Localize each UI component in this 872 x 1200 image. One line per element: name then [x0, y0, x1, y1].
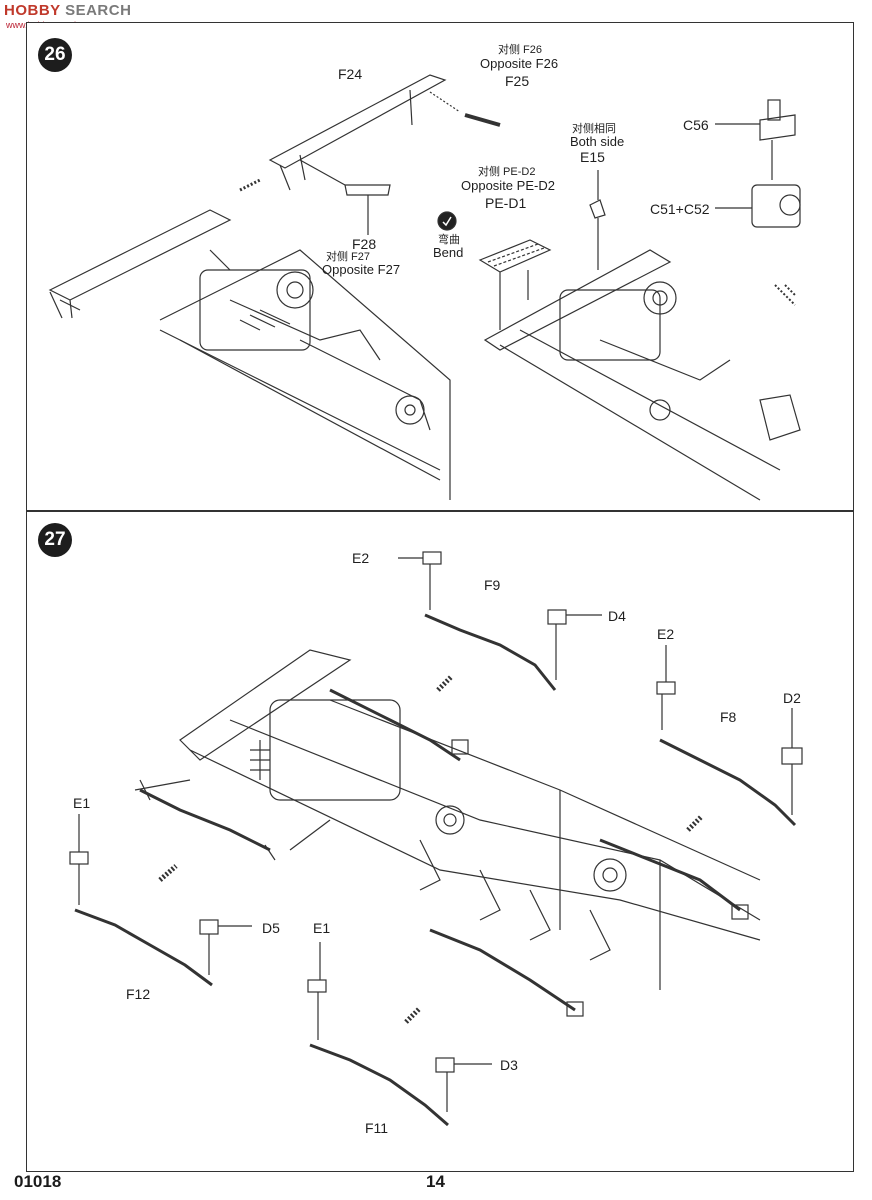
label-f25: F25	[505, 73, 530, 89]
label-d2: D2	[783, 690, 801, 706]
label-f26-en: Opposite F26	[480, 56, 559, 71]
watermark-logo: HOBBY SEARCH	[4, 2, 131, 19]
label-e15: E15	[580, 149, 605, 165]
label-pe-d2-cn: 对侧 PE-D2	[478, 166, 536, 178]
step-26-badge: 26	[38, 38, 72, 72]
label-c51-c52: C51+C52	[650, 201, 710, 217]
step-26-panel	[26, 22, 854, 511]
label-e2-top: E2	[352, 550, 370, 566]
label-both-en: Both side	[570, 134, 625, 149]
watermark-brand-rest: SEARCH	[60, 2, 132, 19]
step-27-badge: 27	[38, 523, 72, 557]
page-number: 14	[426, 1172, 445, 1191]
label-f26-cn: 对侧 F26	[498, 44, 543, 56]
label-pe-d1: PE-D1	[485, 195, 527, 211]
step-26-illustration	[48, 74, 801, 501]
label-c56: C56	[683, 117, 709, 133]
label-f27-cn: 对侧 F27	[326, 251, 371, 263]
label-pe-d2-en: Opposite PE-D2	[461, 178, 555, 193]
watermark-brand-hy: HOBBY	[4, 2, 61, 19]
label-e2-right: E2	[657, 626, 675, 642]
label-bend-en: Bend	[433, 245, 464, 260]
label-both-cn: 对侧相同	[572, 123, 616, 135]
label-f27-en: Opposite F27	[322, 262, 401, 277]
label-f9: F9	[484, 577, 501, 593]
label-f28: F28	[352, 236, 377, 252]
label-e1-left: E1	[73, 795, 91, 811]
label-bend-cn: 弯曲	[438, 234, 460, 246]
label-f24: F24	[338, 66, 363, 82]
label-d5: D5	[262, 920, 280, 936]
label-d3: D3	[500, 1057, 518, 1073]
label-f8: F8	[720, 709, 737, 725]
label-e1-bottom: E1	[313, 920, 331, 936]
product-code: 01018	[14, 1172, 62, 1191]
label-f12: F12	[126, 986, 151, 1002]
label-f11: F11	[365, 1120, 389, 1136]
label-d4: D4	[608, 608, 626, 624]
